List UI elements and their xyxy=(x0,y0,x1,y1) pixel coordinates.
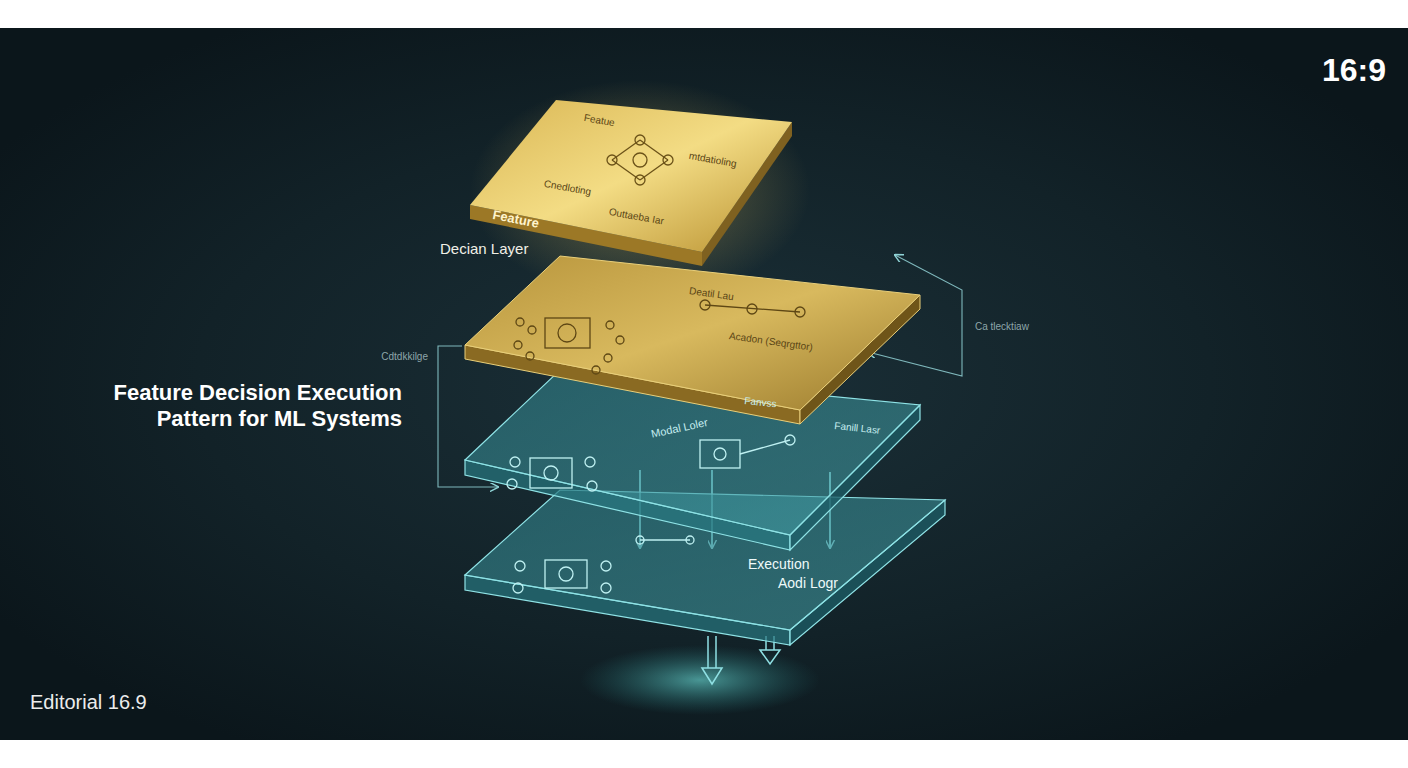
layer-plate: Decian LayerDeatil LauAcadon (Seqrgttor) xyxy=(436,236,925,415)
edge-label: Ca tlecktiaw xyxy=(975,321,1029,332)
corner-label: Editorial 16.9 xyxy=(30,691,147,714)
edge-label: Cdtdkkilge xyxy=(381,351,428,362)
corner-label: 16:9 xyxy=(1322,52,1386,89)
plate-text: Aodi Logr xyxy=(778,575,838,591)
plate-shape xyxy=(436,236,925,415)
plate-text: Execution xyxy=(748,556,809,572)
diagram-title: Feature Decision Execution Pattern for M… xyxy=(95,380,402,433)
plate-text: Decian Layer xyxy=(440,240,528,257)
